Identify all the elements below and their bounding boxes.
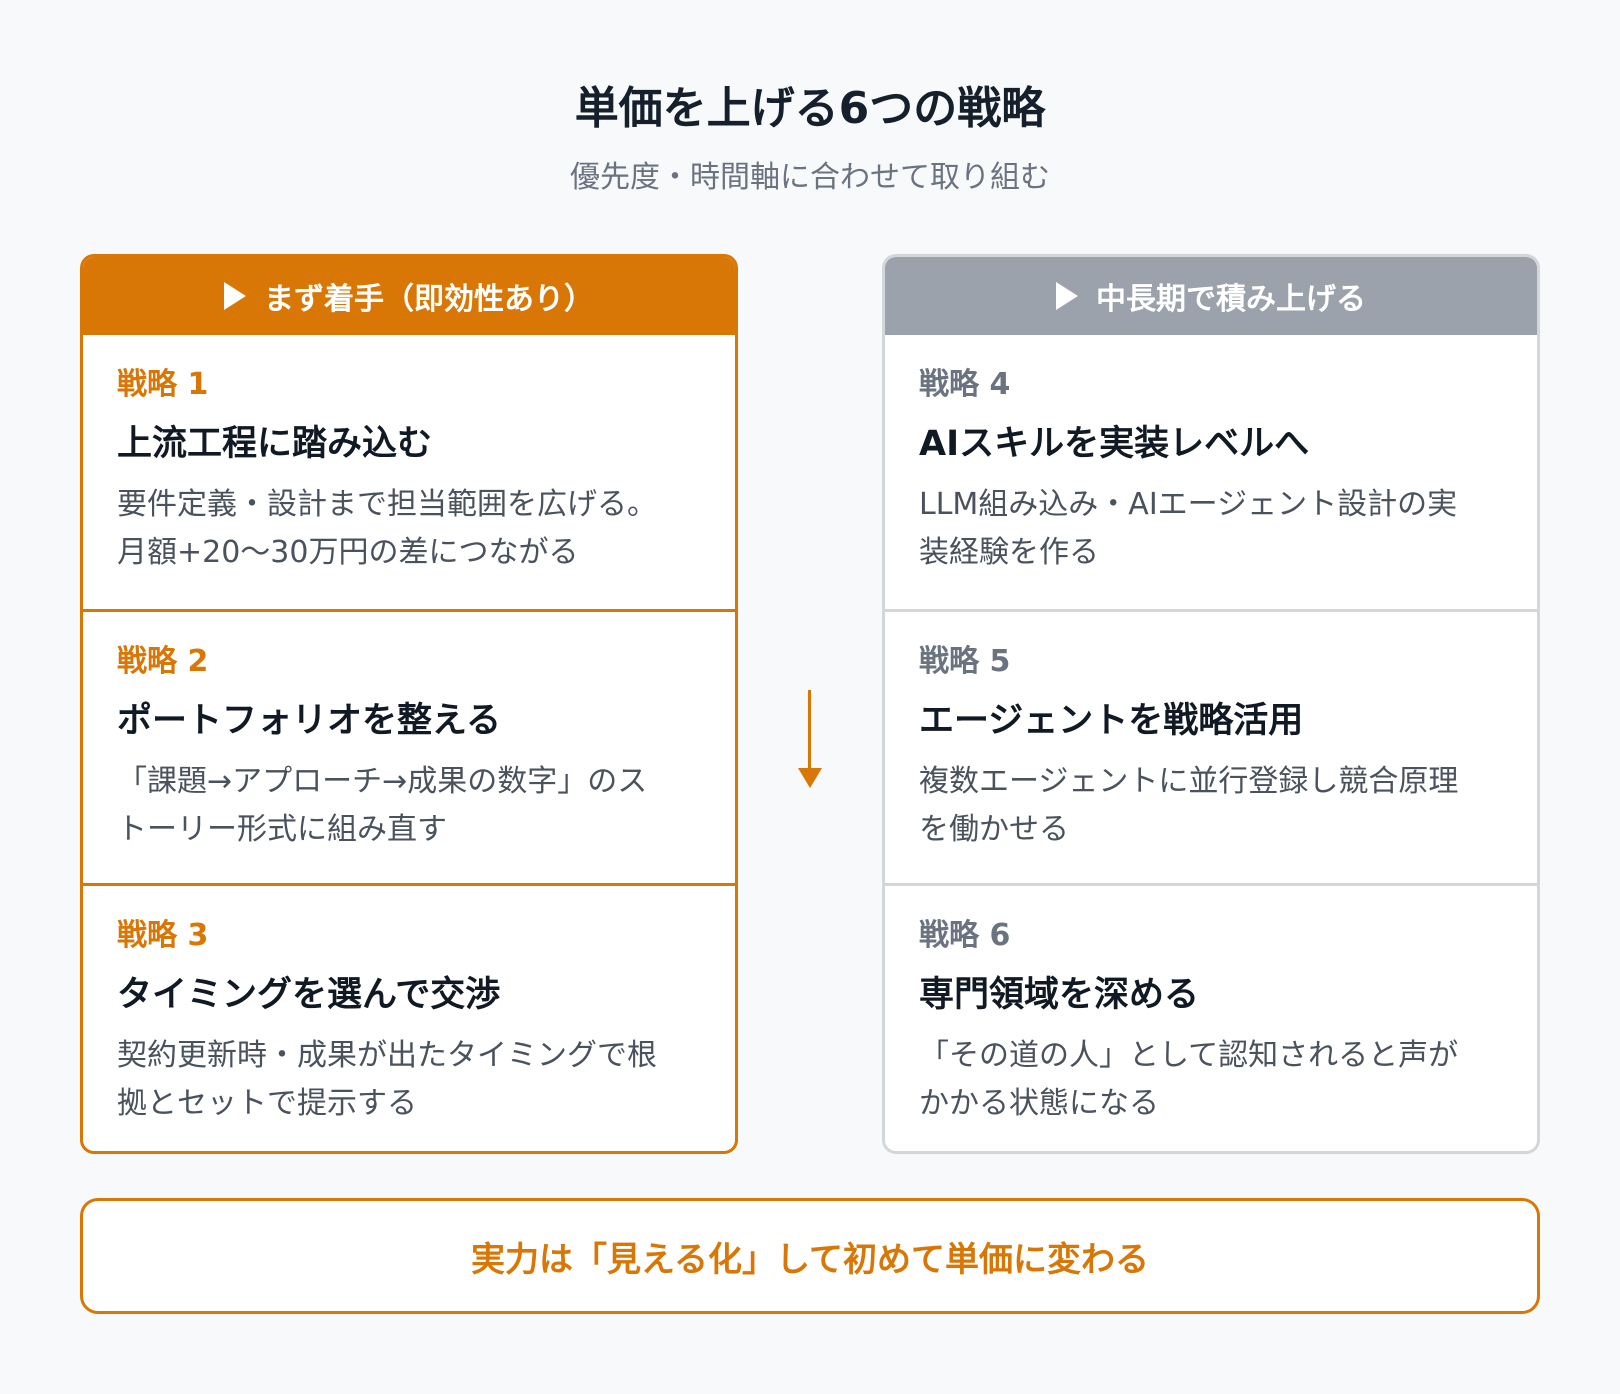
- down-arrow-icon: [798, 690, 822, 790]
- description-line: かかる状態になる: [919, 1086, 1159, 1121]
- strategy-description: LLM組み込み・AIエージェント設計の実 装経験を作る: [919, 481, 1503, 577]
- strategy-card-3: 戦略 3 タイミングを選んで交渉 契約更新時・成果が出たタイミングで根 拠とセッ…: [83, 883, 735, 1151]
- strategy-card-2: 戦略 2 ポートフォリオを整える 「課題→アプローチ→成果の数字」のス トーリー…: [83, 609, 735, 883]
- immediate-column-header: まず着手（即効性あり）: [83, 257, 735, 335]
- description-line: 月額+20〜30万円の差につながる: [117, 535, 579, 570]
- strategy-description: 「その道の人」として認知されると声が かかる状態になる: [919, 1032, 1503, 1128]
- description-line: 複数エージェントに並行登録し競合原理: [919, 764, 1459, 799]
- play-triangle-icon: [1056, 282, 1078, 310]
- description-line: 「課題→アプローチ→成果の数字」のス: [117, 764, 648, 799]
- strategy-title: 専門領域を深める: [919, 975, 1200, 1015]
- description-line: トーリー形式に組み直す: [117, 812, 447, 847]
- strategy-title: 上流工程に踏み込む: [117, 424, 433, 464]
- strategy-label: 戦略 4: [919, 367, 1011, 402]
- page-title: 単価を上げる6つの戦略: [574, 83, 1046, 134]
- immediate-column: まず着手（即効性あり） 戦略 1 上流工程に踏み込む 要件定義・設計まで担当範囲…: [80, 254, 738, 1154]
- strategy-card-1: 戦略 1 上流工程に踏み込む 要件定義・設計まで担当範囲を広げる。 月額+20〜…: [83, 335, 735, 609]
- strategy-description: 「課題→アプローチ→成果の数字」のス トーリー形式に組み直す: [117, 758, 701, 854]
- strategy-card-6: 戦略 6 専門領域を深める 「その道の人」として認知されると声が かかる状態にな…: [885, 883, 1537, 1151]
- long-term-column-title: 中長期で積み上げる: [1096, 282, 1366, 317]
- page-subtitle: 優先度・時間軸に合わせて取り組む: [570, 160, 1050, 195]
- description-line: 「その道の人」として認知されると声が: [919, 1038, 1459, 1073]
- strategy-card-4: 戦略 4 AIスキルを実装レベルへ LLM組み込み・AIエージェント設計の実 装…: [885, 335, 1537, 609]
- description-line: 装経験を作る: [919, 535, 1099, 570]
- description-line: 要件定義・設計まで担当範囲を広げる。: [117, 487, 657, 522]
- play-triangle-icon: [224, 282, 246, 310]
- description-line: を働かせる: [919, 812, 1069, 847]
- strategy-label: 戦略 2: [117, 644, 209, 679]
- strategy-description: 複数エージェントに並行登録し競合原理 を働かせる: [919, 758, 1503, 854]
- strategy-description: 要件定義・設計まで担当範囲を広げる。 月額+20〜30万円の差につながる: [117, 481, 701, 577]
- long-term-column: 中長期で積み上げる 戦略 4 AIスキルを実装レベルへ LLM組み込み・AIエー…: [882, 254, 1540, 1154]
- strategy-label: 戦略 5: [919, 644, 1011, 679]
- strategy-title: ポートフォリオを整える: [117, 701, 501, 741]
- strategy-label: 戦略 1: [117, 367, 209, 402]
- strategy-title: AIスキルを実装レベルへ: [919, 424, 1310, 464]
- description-line: LLM組み込み・AIエージェント設計の実: [919, 487, 1458, 522]
- strategy-description: 契約更新時・成果が出たタイミングで根 拠とセットで提示する: [117, 1032, 701, 1128]
- immediate-column-title: まず着手（即効性あり）: [264, 282, 594, 317]
- strategy-label: 戦略 3: [117, 918, 209, 953]
- long-term-column-header: 中長期で積み上げる: [885, 257, 1537, 335]
- strategy-card-5: 戦略 5 エージェントを戦略活用 複数エージェントに並行登録し競合原理 を働かせ…: [885, 609, 1537, 883]
- description-line: 契約更新時・成果が出たタイミングで根: [117, 1038, 657, 1073]
- strategy-title: タイミングを選んで交渉: [117, 975, 501, 1015]
- strategy-title: エージェントを戦略活用: [919, 701, 1304, 741]
- conclusion-banner: 実力は「見える化」して初めて単価に変わる: [80, 1198, 1540, 1314]
- description-line: 拠とセットで提示する: [117, 1086, 417, 1121]
- strategy-label: 戦略 6: [919, 918, 1011, 953]
